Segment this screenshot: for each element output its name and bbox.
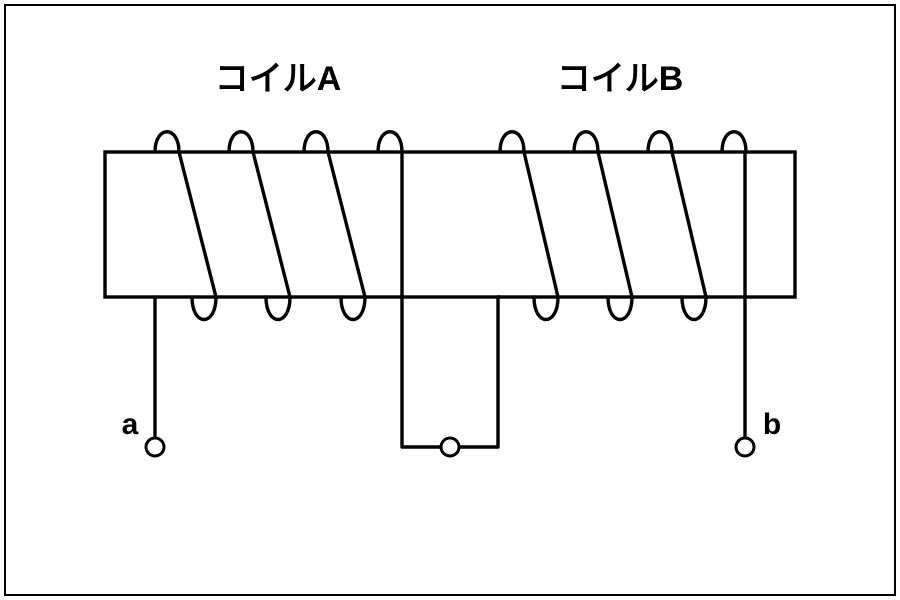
coil-a-top-arch-3 bbox=[302, 130, 330, 154]
coil-b-bottom-arch-3 bbox=[680, 295, 708, 322]
coil-b-front-stroke-3 bbox=[670, 150, 708, 299]
coil-b-front-stroke-2 bbox=[596, 150, 634, 299]
coil-b-top-arch-2 bbox=[572, 130, 600, 154]
terminal-b bbox=[734, 436, 756, 458]
center-wire-left bbox=[400, 150, 442, 449]
iron-core bbox=[103, 150, 797, 299]
terminal-a-label: a bbox=[122, 408, 139, 441]
center-wire-right bbox=[458, 295, 500, 449]
coil-b-bottom-arch-2 bbox=[606, 295, 634, 322]
coil-b-top-arch-3 bbox=[646, 130, 674, 154]
coil-a-label: コイルA bbox=[215, 60, 342, 98]
terminal-center bbox=[439, 436, 461, 458]
coil-b-label: コイルB bbox=[557, 60, 684, 98]
coil-a-top-arch-4 bbox=[376, 130, 404, 154]
coil-a-bottom-arch-3 bbox=[339, 295, 367, 322]
coil-b-top-arch-1 bbox=[498, 130, 526, 154]
coil-b-top-arch-4 bbox=[720, 130, 748, 154]
coil-back-windings bbox=[153, 130, 748, 154]
coil-a-bottom-arch-1 bbox=[190, 295, 218, 322]
coil-a-top-arch-1 bbox=[153, 130, 181, 154]
coil-b-front-stroke-1 bbox=[522, 150, 560, 299]
coil-a-top-arch-2 bbox=[227, 130, 255, 154]
terminal-a bbox=[144, 436, 166, 458]
coil-a-front-stroke-3 bbox=[326, 150, 367, 299]
coil-a-front-stroke-2 bbox=[251, 150, 292, 299]
outer-frame bbox=[4, 4, 896, 596]
coil-b-bottom-arch-1 bbox=[532, 295, 560, 322]
terminal-b-label: b bbox=[763, 408, 781, 441]
coil-a-bottom-arch-2 bbox=[264, 295, 292, 322]
coil-a-front-stroke-1 bbox=[177, 150, 218, 299]
